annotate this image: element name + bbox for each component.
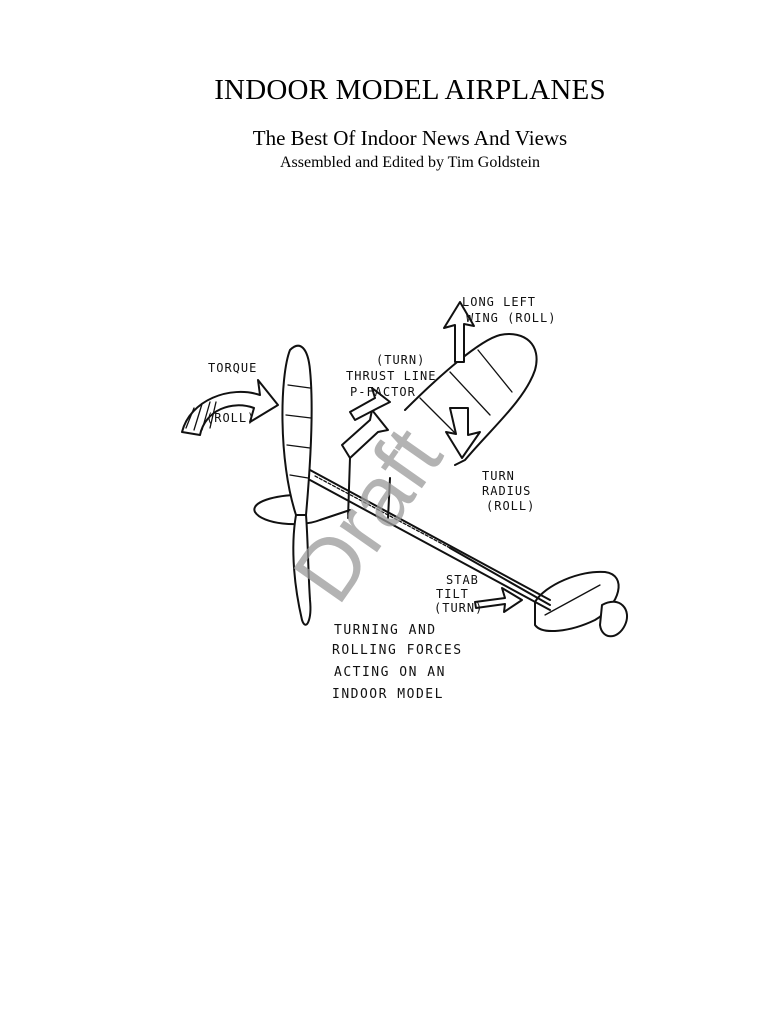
wing-strut [347,457,351,519]
label-long-left: LONG LEFT [462,295,536,309]
motor-stick [309,469,551,601]
stab-rib [544,584,601,616]
airplane-illustration: TORQUE (ROLL) (TURN) THRUST LINE P-FACTO… [150,280,670,720]
label-radius-roll: (ROLL) [486,499,535,513]
p-factor-arrow-icon [349,387,391,421]
stab-tilt-arrow-icon [474,587,523,613]
propeller-lower-blade [292,514,312,626]
label-stab: STAB [446,573,479,587]
thrust-arrow-icon [341,409,389,459]
propeller-rib [286,444,311,449]
main-wing [404,333,538,466]
label-p-factor: P-FACTOR [350,385,416,399]
label-torque-roll: (ROLL) [206,411,255,425]
torque-arrow-hatch [185,401,217,431]
tail-boom [449,547,551,606]
rubber-motor [314,475,451,549]
wing-roll-arrow-icon [443,301,475,363]
label-thrust-line: THRUST LINE [346,369,436,383]
label-radius: RADIUS [482,484,531,498]
caption-line-3: ACTING ON AN [334,665,446,680]
label-turn: TURN [482,469,515,483]
propeller-rib [289,474,309,479]
airplane-drawing: TORQUE (ROLL) (TURN) THRUST LINE P-FACTO… [181,295,628,702]
document-title: INDOOR MODEL AIRPLANES [214,74,606,106]
caption-line-4: INDOOR MODEL [332,687,444,702]
propeller-rib [285,414,312,419]
label-tilt: TILT [436,587,469,601]
rudder [599,600,628,638]
wing-rib [449,371,491,416]
propeller-upper-blade [281,344,313,516]
label-turn-top: (TURN) [376,353,425,367]
motor-stick-lower [309,479,551,611]
label-torque: TORQUE [208,361,257,375]
document-subtitle: The Best Of Indoor News And Views [252,126,568,150]
torque-arrow-icon [181,379,279,436]
turn-radius-arrow-icon [445,407,481,459]
propeller-rib [287,384,311,389]
wing-rib [477,349,513,393]
wing-strut [387,477,391,519]
caption-line-1: TURNING AND [334,623,437,638]
caption-line-2: ROLLING FORCES [332,643,463,658]
document-byline: Assembled and Edited by Tim Goldstein [280,154,540,171]
label-tilt-turn: (TURN) [434,601,483,615]
stabilizer [534,570,620,632]
label-wing-roll: WING (ROLL) [466,311,556,325]
